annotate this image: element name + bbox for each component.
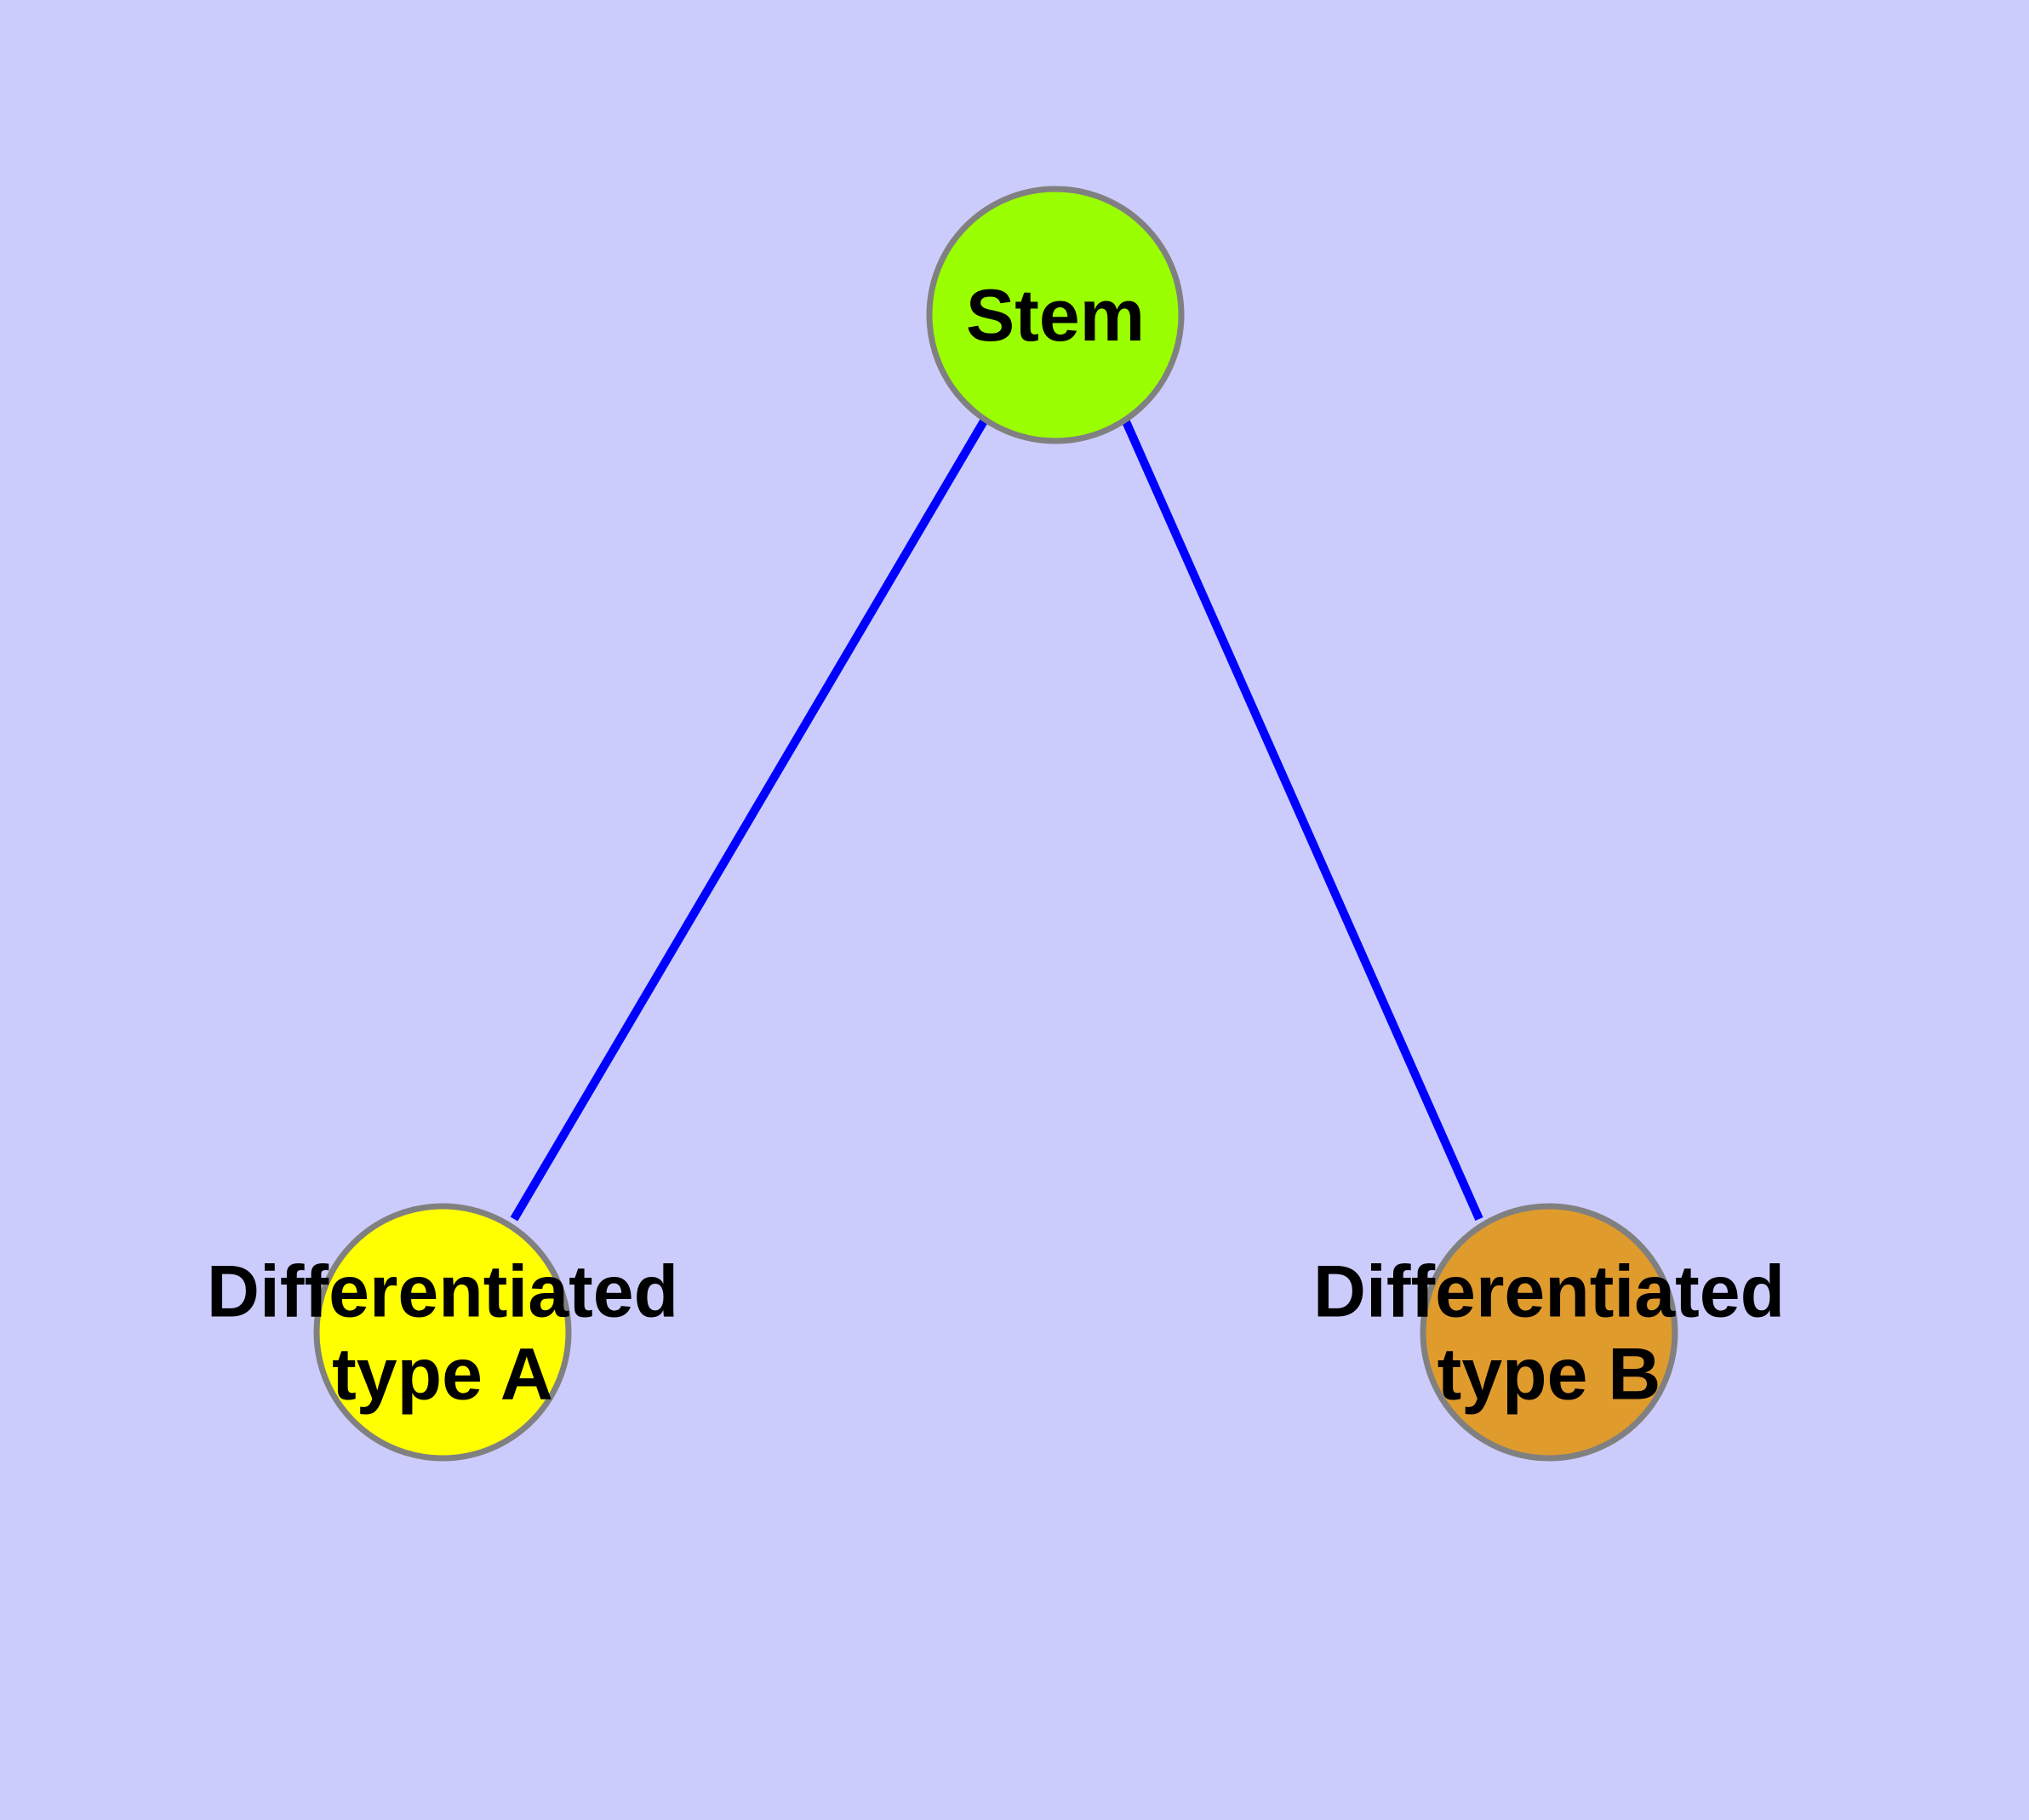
node-circle-diff_a[interactable] <box>313 1203 572 1462</box>
edge-stem-diff-a[interactable] <box>510 417 989 1222</box>
edges-group <box>510 417 1483 1222</box>
node-label-line: type B <box>1437 1334 1661 1416</box>
nodes-group <box>313 186 1678 1462</box>
node-label-line: Differentiated <box>207 1251 678 1333</box>
node-label-stem: Stem <box>966 275 1145 357</box>
node-label-line: type A <box>332 1334 553 1416</box>
node-label-line: Differentiated <box>1313 1251 1785 1333</box>
node-circle-stem[interactable] <box>926 186 1185 444</box>
node-label-line: Stem <box>966 275 1145 357</box>
edge-stem-diff-b[interactable] <box>1121 417 1483 1222</box>
node-circle-diff_b[interactable] <box>1420 1203 1678 1462</box>
